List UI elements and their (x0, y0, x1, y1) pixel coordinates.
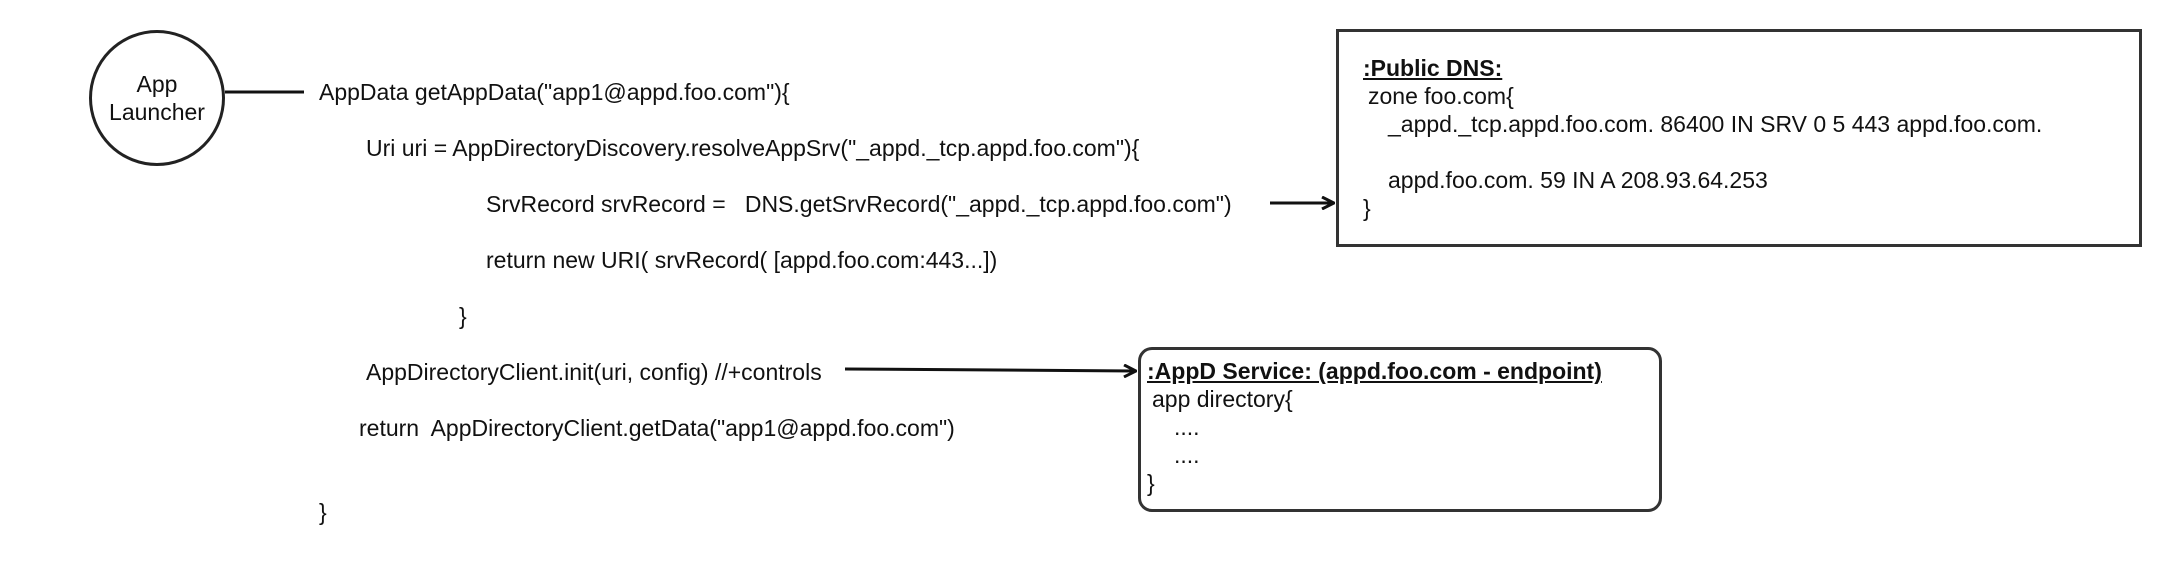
appd-directory-line: app directory{ (1152, 386, 1293, 412)
dns-a-record-line: appd.foo.com. 59 IN A 208.93.64.253 (1388, 167, 1768, 193)
app-launcher-node: App Launcher (89, 30, 225, 166)
public-dns-box: :Public DNS: zone foo.com{ _appd._tcp.ap… (1336, 29, 2142, 247)
code-line-return-get-data: return AppDirectoryClient.getData("app1@… (359, 415, 955, 441)
code-line-resolve-app-srv: Uri uri = AppDirectoryDiscovery.resolveA… (366, 135, 1140, 161)
code-line-get-app-data: AppData getAppData("app1@appd.foo.com"){ (319, 79, 790, 105)
public-dns-title: :Public DNS: (1363, 55, 1503, 81)
appd-close-brace: } (1147, 470, 1155, 496)
code-line-return-uri: return new URI( srvRecord( [appd.foo.com… (486, 247, 998, 273)
dns-close-brace: } (1363, 195, 1371, 221)
code-line-close-brace-outer: } (319, 499, 327, 525)
appd-service-title: :AppD Service: (appd.foo.com - endpoint) (1147, 358, 1602, 384)
code-line-client-init: AppDirectoryClient.init(uri, config) //+… (366, 359, 822, 385)
appd-service-box: :AppD Service: (appd.foo.com - endpoint)… (1138, 347, 1662, 512)
dns-srv-record-line: _appd._tcp.appd.foo.com. 86400 IN SRV 0 … (1388, 111, 2043, 137)
client-init-arrow (844, 369, 1135, 371)
appd-ellipsis-line-1: .... (1174, 414, 1200, 440)
app-launcher-label: App Launcher (109, 71, 205, 125)
appd-ellipsis-line-2: .... (1174, 442, 1200, 468)
dns-zone-line: zone foo.com{ (1368, 83, 1514, 109)
code-line-get-srv-record: SrvRecord srvRecord = DNS.getSrvRecord("… (486, 191, 1232, 217)
code-line-close-brace-inner: } (459, 303, 467, 329)
